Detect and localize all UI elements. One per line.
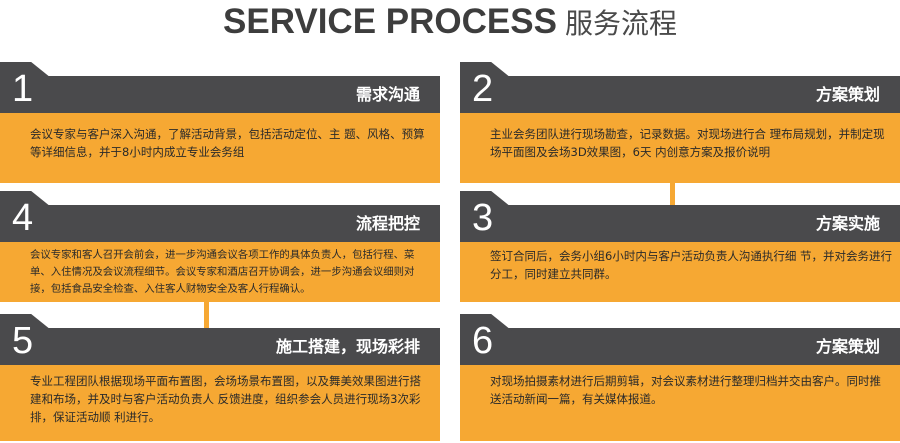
step-title: 方案实施 [815,214,880,233]
step-description: 专业工程团队根据现场平面布置图，会场场景布置图，以及舞美效果图进行搭建和布场，并… [0,365,440,441]
step-number: 5 [0,314,52,374]
step-number: 6 [460,314,512,374]
step-header: 施工搭建，现场彩排 [0,328,440,365]
step-title: 流程把控 [355,214,420,233]
step-card-1: 需求沟通 1 会议专家与客户深入沟通，了解活动背景，包括活动定位、主 题、风格、… [0,62,440,183]
step-header: 方案实施 [460,205,900,242]
step-description: 签订合同后，会务小组6小时内与客户活动负责人沟通执行细 节，并对会务进行分工，同… [460,242,900,302]
connector-2-3 [670,180,675,210]
step-number: 2 [460,62,512,122]
step-title: 方案策划 [815,85,880,104]
step-header: 方案策划 [460,76,900,113]
step-header: 需求沟通 [0,76,440,113]
step-card-5: 施工搭建，现场彩排 5 专业工程团队根据现场平面布置图，会场场景布置图，以及舞美… [0,314,440,441]
step-header: 流程把控 [0,205,440,242]
step-number: 1 [0,62,52,122]
step-description: 对现场拍摄素材进行后期剪辑，对会议素材进行整理归档并交由客户。同时推送活动新闻一… [460,365,900,441]
title-english: SERVICE PROCESS [223,2,557,41]
step-number: 3 [460,191,512,251]
step-card-6: 方案策划 6 对现场拍摄素材进行后期剪辑，对会议素材进行整理归档并交由客户。同时… [460,314,900,441]
step-card-2: 方案策划 2 主业会务团队进行现场勘查，记录数据。对现场进行合 理布局规划，并制… [460,62,900,183]
step-title: 施工搭建，现场彩排 [275,337,420,356]
step-card-3: 方案实施 3 签订合同后，会务小组6小时内与客户活动负责人沟通执行细 节，并对会… [460,191,900,302]
step-description: 主业会务团队进行现场勘查，记录数据。对现场进行合 理布局规划，并制定现场平面图及… [460,113,900,183]
connector-4-5 [204,302,209,332]
step-header: 方案策划 [460,328,900,365]
step-description: 会议专家与客户深入沟通，了解活动背景，包括活动定位、主 题、风格、预算等详细信息… [0,113,440,183]
step-description: 会议专家和客人召开会前会，进一步沟通会议各项工作的具体负责人，包括行程、菜单、入… [0,242,440,302]
step-card-4: 流程把控 4 会议专家和客人召开会前会，进一步沟通会议各项工作的具体负责人，包括… [0,191,440,302]
step-title: 需求沟通 [355,85,420,104]
step-title: 方案策划 [815,337,880,356]
step-number: 4 [0,191,52,251]
title-chinese: 服务流程 [564,7,677,40]
